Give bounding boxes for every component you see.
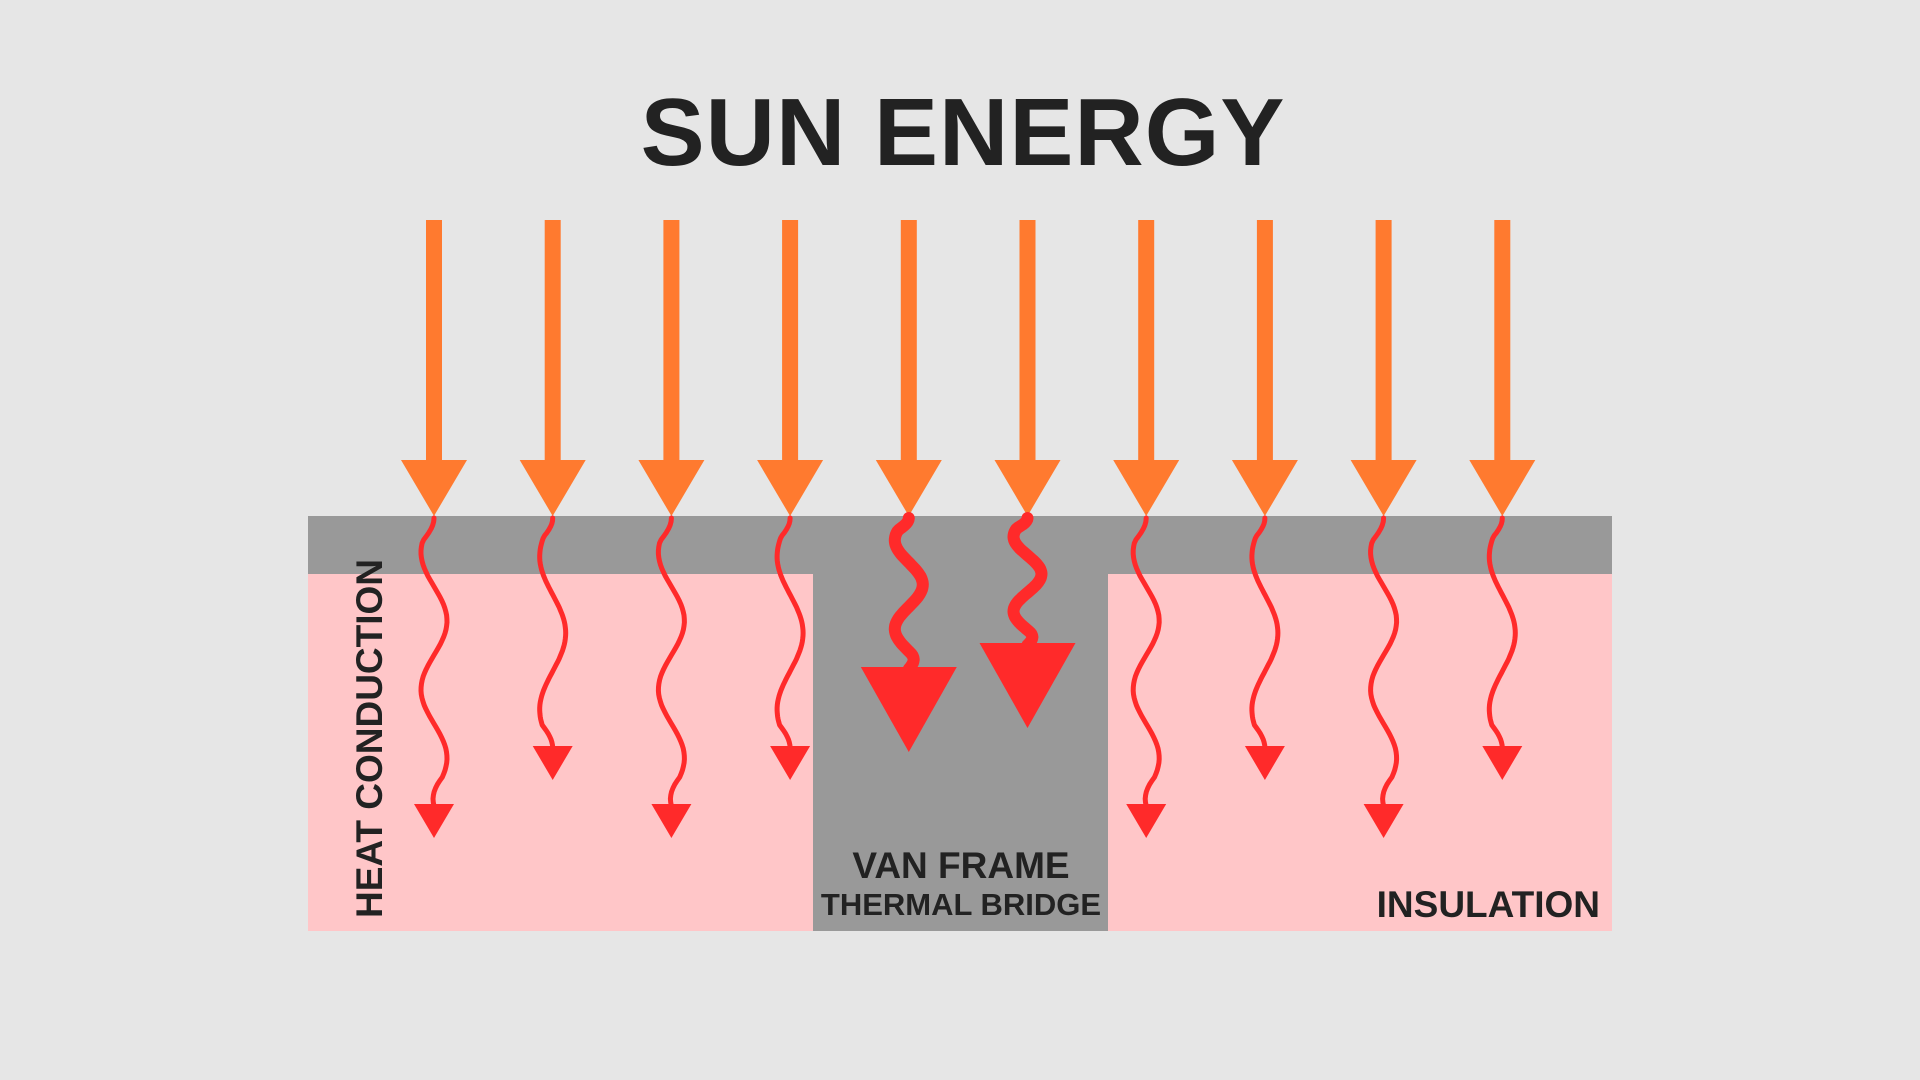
sun-ray-arrow <box>1350 220 1417 516</box>
sun-ray-arrow <box>519 220 586 516</box>
heat-flow-arrow <box>1126 515 1167 838</box>
thermal-bridge-label: THERMAL BRIDGE <box>821 887 1101 922</box>
sun-ray-arrow <box>994 220 1061 516</box>
sun-ray-arrow <box>875 220 942 516</box>
heat-flow-arrow <box>651 515 692 838</box>
insulation-block-right <box>1108 574 1612 931</box>
sun-ray-arrow <box>1113 220 1180 516</box>
van-frame-member <box>813 574 1108 931</box>
heat-flow-arrow <box>1244 515 1285 780</box>
sun-ray-arrow <box>757 220 824 516</box>
thermal-bridge-heat-arrow <box>860 512 957 752</box>
heat-flow-arrow <box>414 515 454 838</box>
heat-flow-group <box>414 512 1523 838</box>
thermal-bridge-heat-arrow <box>979 512 1076 728</box>
heat-conduction-label: HEAT CONDUCTION <box>349 559 390 918</box>
sun-ray-arrow <box>1469 220 1536 516</box>
heat-flow-arrow <box>1482 515 1523 780</box>
insulation-label: INSULATION <box>1377 884 1600 925</box>
diagram-title: SUN ENERGY <box>641 79 1286 186</box>
heat-flow-arrow <box>1363 515 1404 838</box>
van-frame-label: VAN FRAME <box>852 845 1069 886</box>
sun-ray-arrow <box>1231 220 1298 516</box>
sun-ray-arrow <box>401 220 467 516</box>
sun-rays-group <box>401 220 1536 516</box>
heat-flow-arrow <box>532 515 573 780</box>
heat-flow-arrow <box>770 515 811 780</box>
metal-skin-panel <box>308 516 1612 574</box>
sun-ray-arrow <box>638 220 705 516</box>
